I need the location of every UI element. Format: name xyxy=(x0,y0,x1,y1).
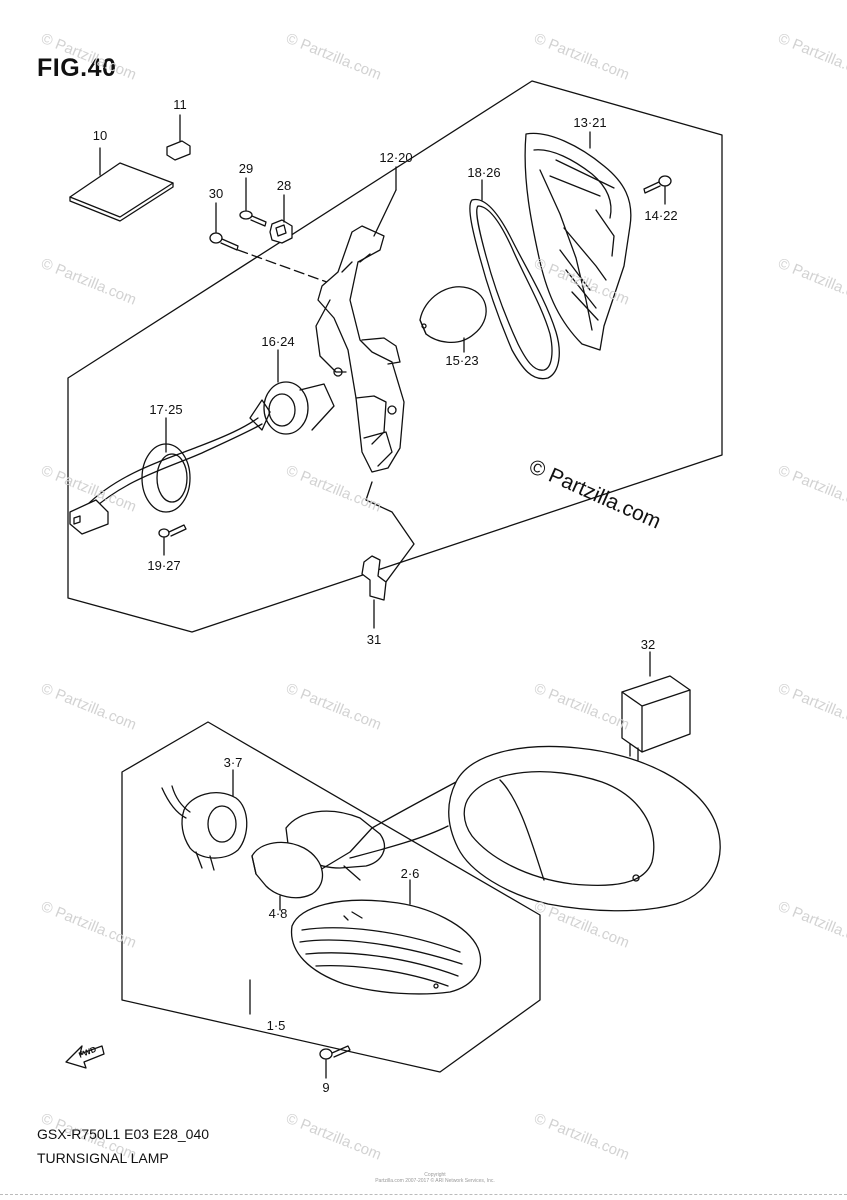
part-32-relay xyxy=(621,675,691,761)
callout-31: 31 xyxy=(366,632,382,647)
callout-2-6: 2·6 xyxy=(400,866,420,881)
callout-19-27: 19·27 xyxy=(147,558,181,573)
part-9-screw xyxy=(319,1045,351,1060)
copyright-line-1: Copyright xyxy=(424,1172,446,1178)
alignment-line xyxy=(237,249,336,286)
callout-32: 32 xyxy=(640,637,656,652)
copyright-notice: Copyright Partzilla.com 2007-2017 © ARI … xyxy=(370,1172,500,1184)
callout-10: 10 xyxy=(92,128,108,143)
callout-18-26: 18·26 xyxy=(467,165,501,180)
part-12-20-bracket xyxy=(315,225,405,473)
callout-1-5: 1·5 xyxy=(266,1018,286,1033)
part-4-8-bulb xyxy=(251,841,324,899)
part-31-clip xyxy=(361,555,387,601)
callout-28: 28 xyxy=(276,178,292,193)
callout-9: 9 xyxy=(322,1080,330,1095)
callout-30: 30 xyxy=(208,186,224,201)
bottom-divider xyxy=(0,1194,847,1195)
part-14-22-screw xyxy=(643,175,672,194)
mirror-housing xyxy=(285,745,721,912)
part-3-7-socket xyxy=(161,785,248,871)
callout-14-22: 14·22 xyxy=(644,208,678,223)
part-13-21-tail-lens xyxy=(524,132,632,351)
callout-12-20: 12·20 xyxy=(379,150,413,165)
fwd-arrow-icon xyxy=(65,1045,105,1069)
footer-part-name: TURNSIGNAL LAMP xyxy=(37,1150,169,1166)
callout-11: 11 xyxy=(173,97,187,112)
callout-15-23: 15·23 xyxy=(445,353,479,368)
part-10-label-sheet xyxy=(69,162,174,218)
part-11-block xyxy=(166,140,191,161)
part-2-6-turn-lens xyxy=(290,899,482,995)
part-29-screw xyxy=(239,210,267,227)
part-19-27-screw xyxy=(158,524,187,538)
part-30-screw xyxy=(209,232,239,251)
callout-4-8: 4·8 xyxy=(268,906,288,921)
callout-16-24: 16·24 xyxy=(261,334,295,349)
part-28-clip xyxy=(269,219,293,244)
upper-assembly-frame xyxy=(67,80,723,633)
callout-13-21: 13·21 xyxy=(573,115,607,130)
callout-29: 29 xyxy=(238,161,254,176)
copyright-line-2: Partzilla.com 2007-2017 © ARI Network Se… xyxy=(375,1178,495,1184)
footer-model-code: GSX-R750L1 E03 E28_040 xyxy=(37,1126,210,1142)
callout-3-7: 3·7 xyxy=(223,755,243,770)
part-16-24-socket xyxy=(249,381,335,435)
callout-17-25: 17·25 xyxy=(149,402,183,417)
lower-assembly-frame xyxy=(121,721,541,1073)
part-15-23-bulb xyxy=(419,286,487,343)
part-18-26-gasket xyxy=(469,198,560,380)
figure-title: FIG.40 xyxy=(37,54,117,82)
